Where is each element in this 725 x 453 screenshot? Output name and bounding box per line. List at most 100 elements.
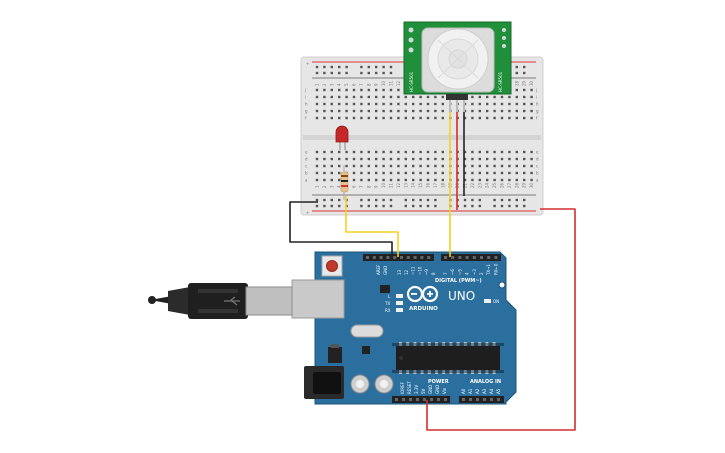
row-letter: j: [304, 88, 306, 93]
header-holes: [366, 256, 500, 401]
row-letter: a: [536, 178, 539, 183]
column-number: 4: [337, 83, 342, 86]
led-l-label: L: [388, 294, 391, 299]
analog-header: [459, 396, 504, 403]
column-number: 3: [329, 83, 334, 86]
led-rx-label: RX: [385, 308, 391, 313]
row-letter: c: [305, 164, 307, 169]
digital-pin-label: 2: [479, 272, 484, 275]
column-number: 1: [315, 185, 320, 188]
column-number: 2: [322, 185, 327, 188]
row-letter: b: [305, 171, 308, 176]
gnd-label: GND: [383, 266, 388, 275]
pir-header: [446, 94, 468, 100]
column-number: 28: [514, 182, 519, 188]
brand-label: ARDUINO: [409, 306, 438, 312]
power-pin-label: Vin: [442, 387, 447, 394]
column-number: 3: [329, 185, 334, 188]
wire-5v-power[interactable]: [426, 208, 576, 431]
column-number: 7: [359, 83, 364, 86]
column-number: 6: [352, 83, 357, 86]
digital-pin-label: 7: [443, 272, 448, 275]
column-number: 28: [514, 80, 519, 86]
analog-pin-label: A0: [461, 388, 466, 394]
row-letter: j: [535, 88, 537, 93]
row-letter: a: [305, 178, 308, 183]
digital-pin-label: ~6: [450, 269, 455, 275]
digital-header-right: [441, 254, 501, 261]
row-letter: g: [536, 109, 539, 114]
pir-sensor[interactable]: HC-SR501 HC-SR501: [403, 21, 512, 112]
digital-pin-label: ~9: [424, 269, 429, 275]
led-tx-label: TX: [384, 301, 390, 306]
power-pin-label: RESET: [407, 381, 412, 394]
column-number: 6: [352, 185, 357, 188]
rail-plus-symbol: +: [306, 61, 309, 66]
column-number: 5: [344, 83, 349, 86]
row-letter: g: [305, 109, 308, 114]
pir-label-left: HC-SR501: [409, 71, 414, 92]
atmega-chip: [396, 346, 500, 370]
digital-pin-label: TX→1: [486, 263, 491, 276]
column-number: 27: [507, 182, 512, 188]
usb-cable: [148, 283, 293, 319]
aref-label: AREF: [376, 264, 381, 275]
row-letter: i: [536, 95, 537, 100]
analog-pin-label: A4: [489, 388, 494, 394]
analog-pin-label: A1: [468, 388, 473, 394]
column-number: 2: [322, 83, 327, 86]
column-number: 4: [337, 185, 342, 188]
digital-label: DIGITAL (PWM~): [435, 278, 482, 284]
column-number: 22: [470, 182, 475, 188]
breadboard-center-channel: [303, 135, 541, 140]
column-number: 9: [374, 185, 379, 188]
power-pin-label: GND: [428, 385, 433, 394]
digital-pin-label: 8: [431, 272, 436, 275]
wire-led-signal[interactable]: [345, 196, 399, 257]
digital-pin-label: RX←0: [493, 263, 498, 275]
column-number: 13: [403, 182, 408, 188]
led-on-label: ON: [493, 299, 499, 304]
power-pin-label: IOREF: [400, 381, 405, 394]
column-number: 23: [477, 182, 482, 188]
wires: [289, 112, 576, 431]
column-number: 11: [389, 182, 394, 188]
column-number: 10: [381, 80, 386, 86]
column-number: 16: [426, 182, 431, 188]
row-letter: f: [536, 116, 538, 121]
column-number: 30: [529, 182, 534, 188]
row-letter: h: [305, 102, 308, 107]
model-label: UNO: [448, 289, 475, 303]
usb-port: [291, 279, 345, 319]
digital-pin-label: ~3: [472, 269, 477, 275]
analog-pin-label: A3: [482, 388, 487, 394]
power-pin-label: 5V: [421, 388, 426, 394]
atmega-chip-pins: [399, 342, 496, 374]
column-number: 26: [500, 182, 505, 188]
row-letter: h: [536, 102, 539, 107]
led[interactable]: [335, 125, 349, 150]
wire-gnd-led[interactable]: [289, 201, 393, 257]
arduino-logo: [406, 285, 439, 303]
rail-plus-symbol-bottom: +: [306, 210, 309, 215]
power-pin-label: GND: [435, 385, 440, 394]
column-number: 17: [433, 182, 438, 188]
resistor[interactable]: [340, 165, 349, 200]
row-letter: f: [305, 116, 307, 121]
column-number: 11: [389, 80, 394, 86]
digital-pin-label: 13: [397, 269, 402, 275]
column-number: 9: [374, 83, 379, 86]
digital-pin-label: 12: [404, 269, 409, 275]
usb-symbol-icon: [224, 296, 240, 306]
row-letter: e: [305, 150, 308, 155]
led-body: [335, 125, 349, 143]
analog-pin-label: A5: [496, 388, 501, 394]
row-letter: b: [536, 171, 539, 176]
arduino-uno-board: ARDUINO UNO DIGITAL (PWM~) POWER ANALOG …: [291, 251, 517, 405]
row-letter: e: [536, 150, 539, 155]
column-number: 8: [366, 83, 371, 86]
